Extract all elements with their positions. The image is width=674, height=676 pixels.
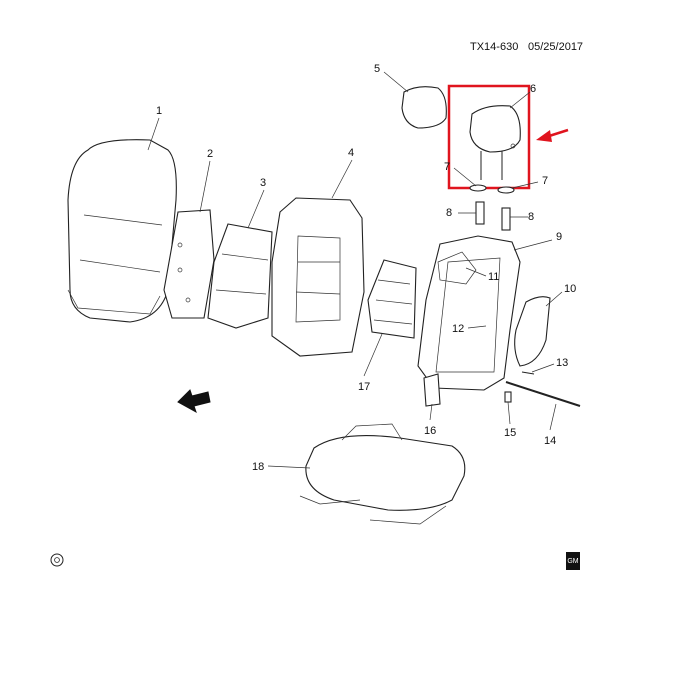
part-8-sleeve-left: [475, 201, 485, 225]
highlight-box: [447, 84, 531, 190]
callout-1: 1: [156, 105, 162, 117]
red-arrow-icon: [536, 128, 569, 142]
callout-6: 6: [530, 83, 536, 95]
callout-10: 10: [564, 283, 576, 295]
callout-4: 4: [348, 147, 354, 159]
part-18-seat-cushion: [299, 423, 466, 525]
part-8-sleeve-right: [501, 207, 511, 231]
callout-5: 5: [374, 63, 380, 75]
part-4-seatback-pad: [271, 197, 365, 357]
callout-11: 11: [488, 271, 499, 283]
doc-code: TX14-630: [470, 41, 518, 53]
part-6-headrest: [469, 105, 521, 180]
part-2-pad: [163, 209, 215, 319]
leader-lines: [147, 71, 563, 469]
callout-12: 12: [452, 323, 464, 335]
part-1-seatback-cover: [67, 139, 177, 323]
callout-7a: 7: [444, 161, 450, 173]
part-9-seatback-frame: [417, 235, 521, 391]
callout-8b: 8: [528, 211, 534, 223]
callout-9: 9: [556, 231, 562, 243]
part-7-guide-right: [497, 186, 515, 194]
part-17-lumbar: [367, 259, 417, 339]
callout-18: 18: [252, 461, 264, 473]
part-13-bolt: [521, 371, 535, 375]
callout-16: 16: [424, 425, 436, 437]
front-direction-icon: FRT: [177, 389, 211, 414]
callout-14: 14: [544, 435, 556, 447]
callout-2: 2: [207, 148, 213, 160]
callout-13: 13: [556, 357, 568, 369]
callout-17: 17: [358, 381, 370, 393]
circle-symbol-icon: [50, 553, 64, 567]
callout-7b: 7: [542, 175, 548, 187]
part-3-cushion-panel: [207, 223, 273, 329]
part-10-side-bolster: [514, 296, 551, 367]
part-14-rod: [505, 381, 581, 407]
front-label: FRT: [192, 391, 209, 404]
svg-text:GM: GM: [567, 558, 578, 565]
callout-8a: 8: [446, 207, 452, 219]
part-5-headrest-alt: [401, 86, 447, 129]
callout-3: 3: [260, 177, 266, 189]
gm-logo: GM: [566, 552, 580, 570]
part-15-bolt: [504, 391, 512, 403]
part-7-guide-left: [469, 184, 487, 192]
doc-date: 05/25/2017: [528, 41, 583, 53]
part-16-recliner: [423, 373, 441, 407]
callout-15: 15: [504, 427, 516, 439]
